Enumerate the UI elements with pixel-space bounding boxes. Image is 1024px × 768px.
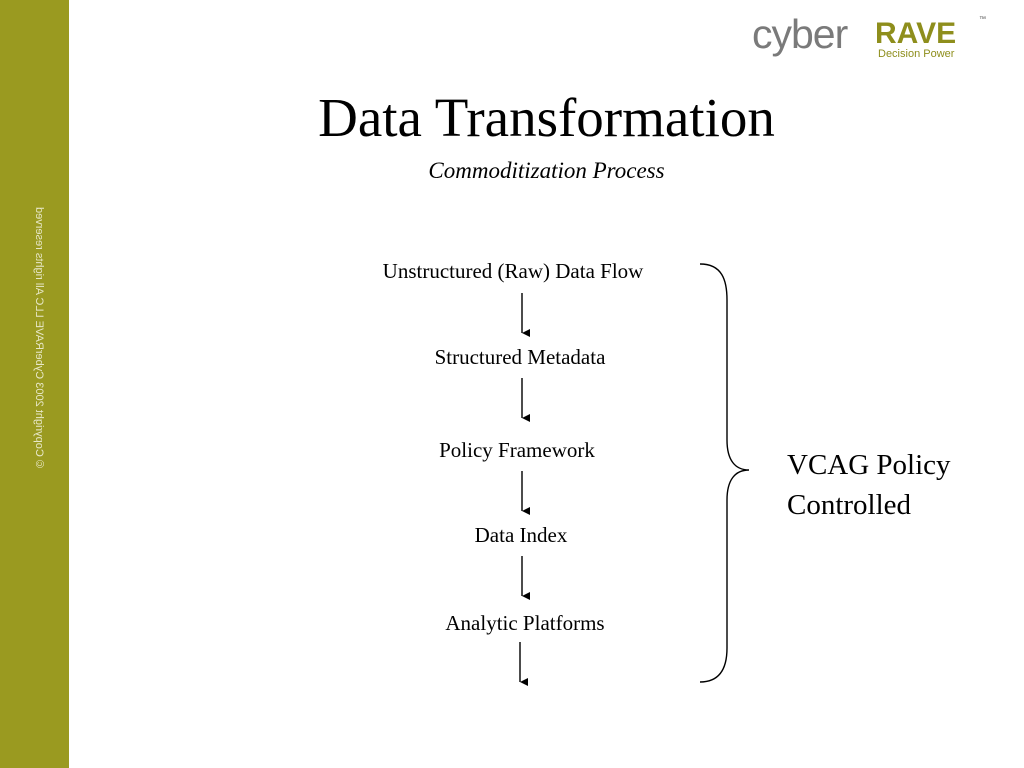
step-structured-metadata: Structured Metadata xyxy=(434,345,606,369)
cyberrave-logo: cyber RAVE ™ Decision Power xyxy=(752,12,992,62)
step-unstructured-data-flow: Unstructured (Raw) Data Flow xyxy=(382,259,644,283)
logo-rave-text: RAVE xyxy=(875,17,957,50)
vcag-line-1: VCAG Policy xyxy=(787,449,951,481)
vcag-line-2: Controlled xyxy=(787,489,912,521)
logo-tagline: Decision Power xyxy=(878,48,955,60)
logo-trademark: ™ xyxy=(979,16,986,23)
logo-cyber-text: cyber xyxy=(752,11,848,57)
step-policy-framework: Policy Framework xyxy=(439,438,595,462)
step-analytic-platforms: Analytic Platforms xyxy=(445,611,605,635)
slide-title: Data Transformation xyxy=(318,87,775,148)
sidebar-band: © Copyright 2003 CyberRAVE LLC All right… xyxy=(0,0,69,768)
right-brace xyxy=(699,263,750,683)
step-data-index: Data Index xyxy=(474,523,568,547)
slide-subtitle: Commoditization Process xyxy=(428,158,665,183)
